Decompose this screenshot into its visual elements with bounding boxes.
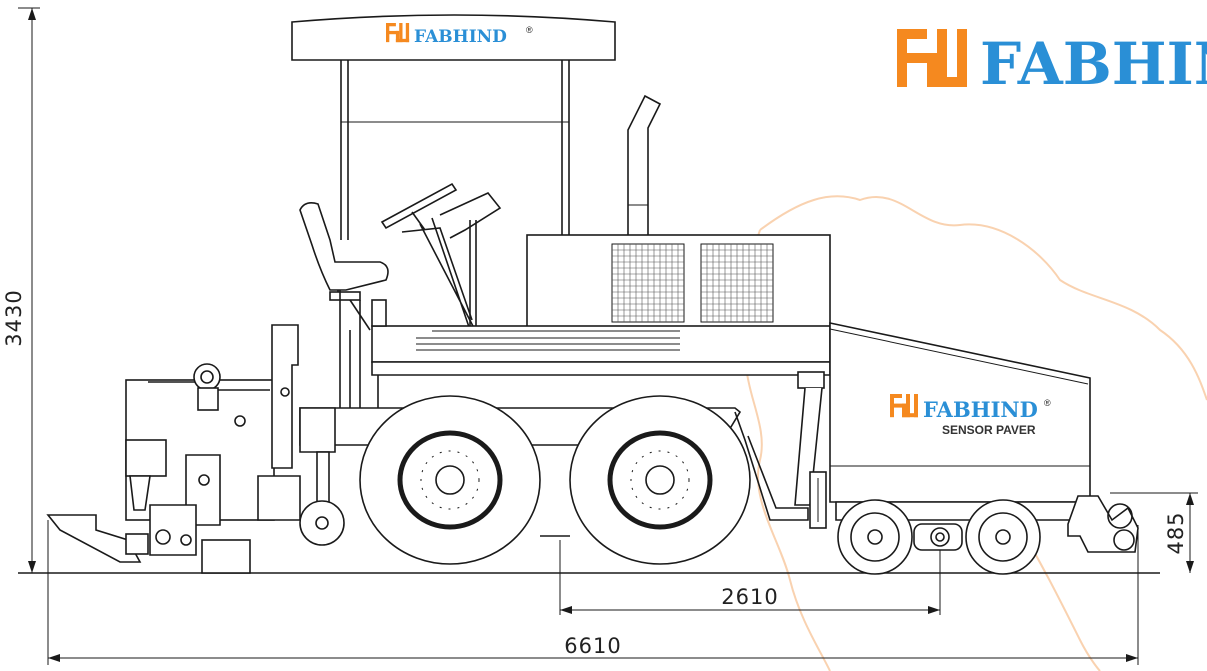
fh-mark-icon <box>897 29 967 87</box>
exhaust-stack <box>627 94 662 235</box>
drive-tyre-front <box>569 395 751 565</box>
side-rails <box>339 290 361 408</box>
fh-mark-icon <box>386 23 410 43</box>
material-hopper: FABHIND ® SENSOR PAVER <box>829 322 1091 503</box>
hydraulic-cylinder <box>794 371 827 529</box>
brand-name-large: FABHIN <box>980 30 1207 98</box>
screed-assembly <box>46 324 336 574</box>
canopy-brand-name: FABHIND <box>414 27 507 47</box>
overall-length-dimension: 6610 <box>47 520 1139 665</box>
steering-wheel <box>380 182 502 331</box>
engine-hood <box>526 234 831 328</box>
chassis-deck <box>371 299 831 413</box>
body-brand-name: FABHIND <box>923 397 1038 422</box>
bogie-wheel-right <box>965 499 1041 575</box>
canopy: FABHIND ® <box>291 14 616 240</box>
height-dimension: 3430 <box>2 7 40 573</box>
drive-tyre-rear <box>359 395 541 565</box>
canopy-registered-mark: ® <box>526 25 533 35</box>
push-roller <box>1067 495 1139 553</box>
wheelbase-dimension: 2610 <box>559 540 941 615</box>
canopy-logo: FABHIND ® <box>386 23 533 47</box>
screed-height-dimension: 485 <box>1110 492 1198 573</box>
front-bogie <box>835 499 1091 575</box>
brand-logo-large: FABHIN <box>897 29 1207 98</box>
operator-seat <box>299 202 389 331</box>
model-label: SENSOR PAVER <box>942 423 1036 437</box>
screed-lift-cylinder <box>299 451 345 546</box>
overall-length-dimension-label: 6610 <box>564 634 621 658</box>
body-logo: FABHIND ® SENSOR PAVER <box>890 394 1051 437</box>
wheelbase-dimension-label: 2610 <box>721 585 778 609</box>
screed-height-dimension-label: 485 <box>1164 511 1188 554</box>
fh-mark-icon <box>890 394 918 418</box>
bogie-wheel-left <box>837 499 913 575</box>
height-dimension-label: 3430 <box>2 289 26 346</box>
body-registered-mark: ® <box>1044 398 1051 408</box>
